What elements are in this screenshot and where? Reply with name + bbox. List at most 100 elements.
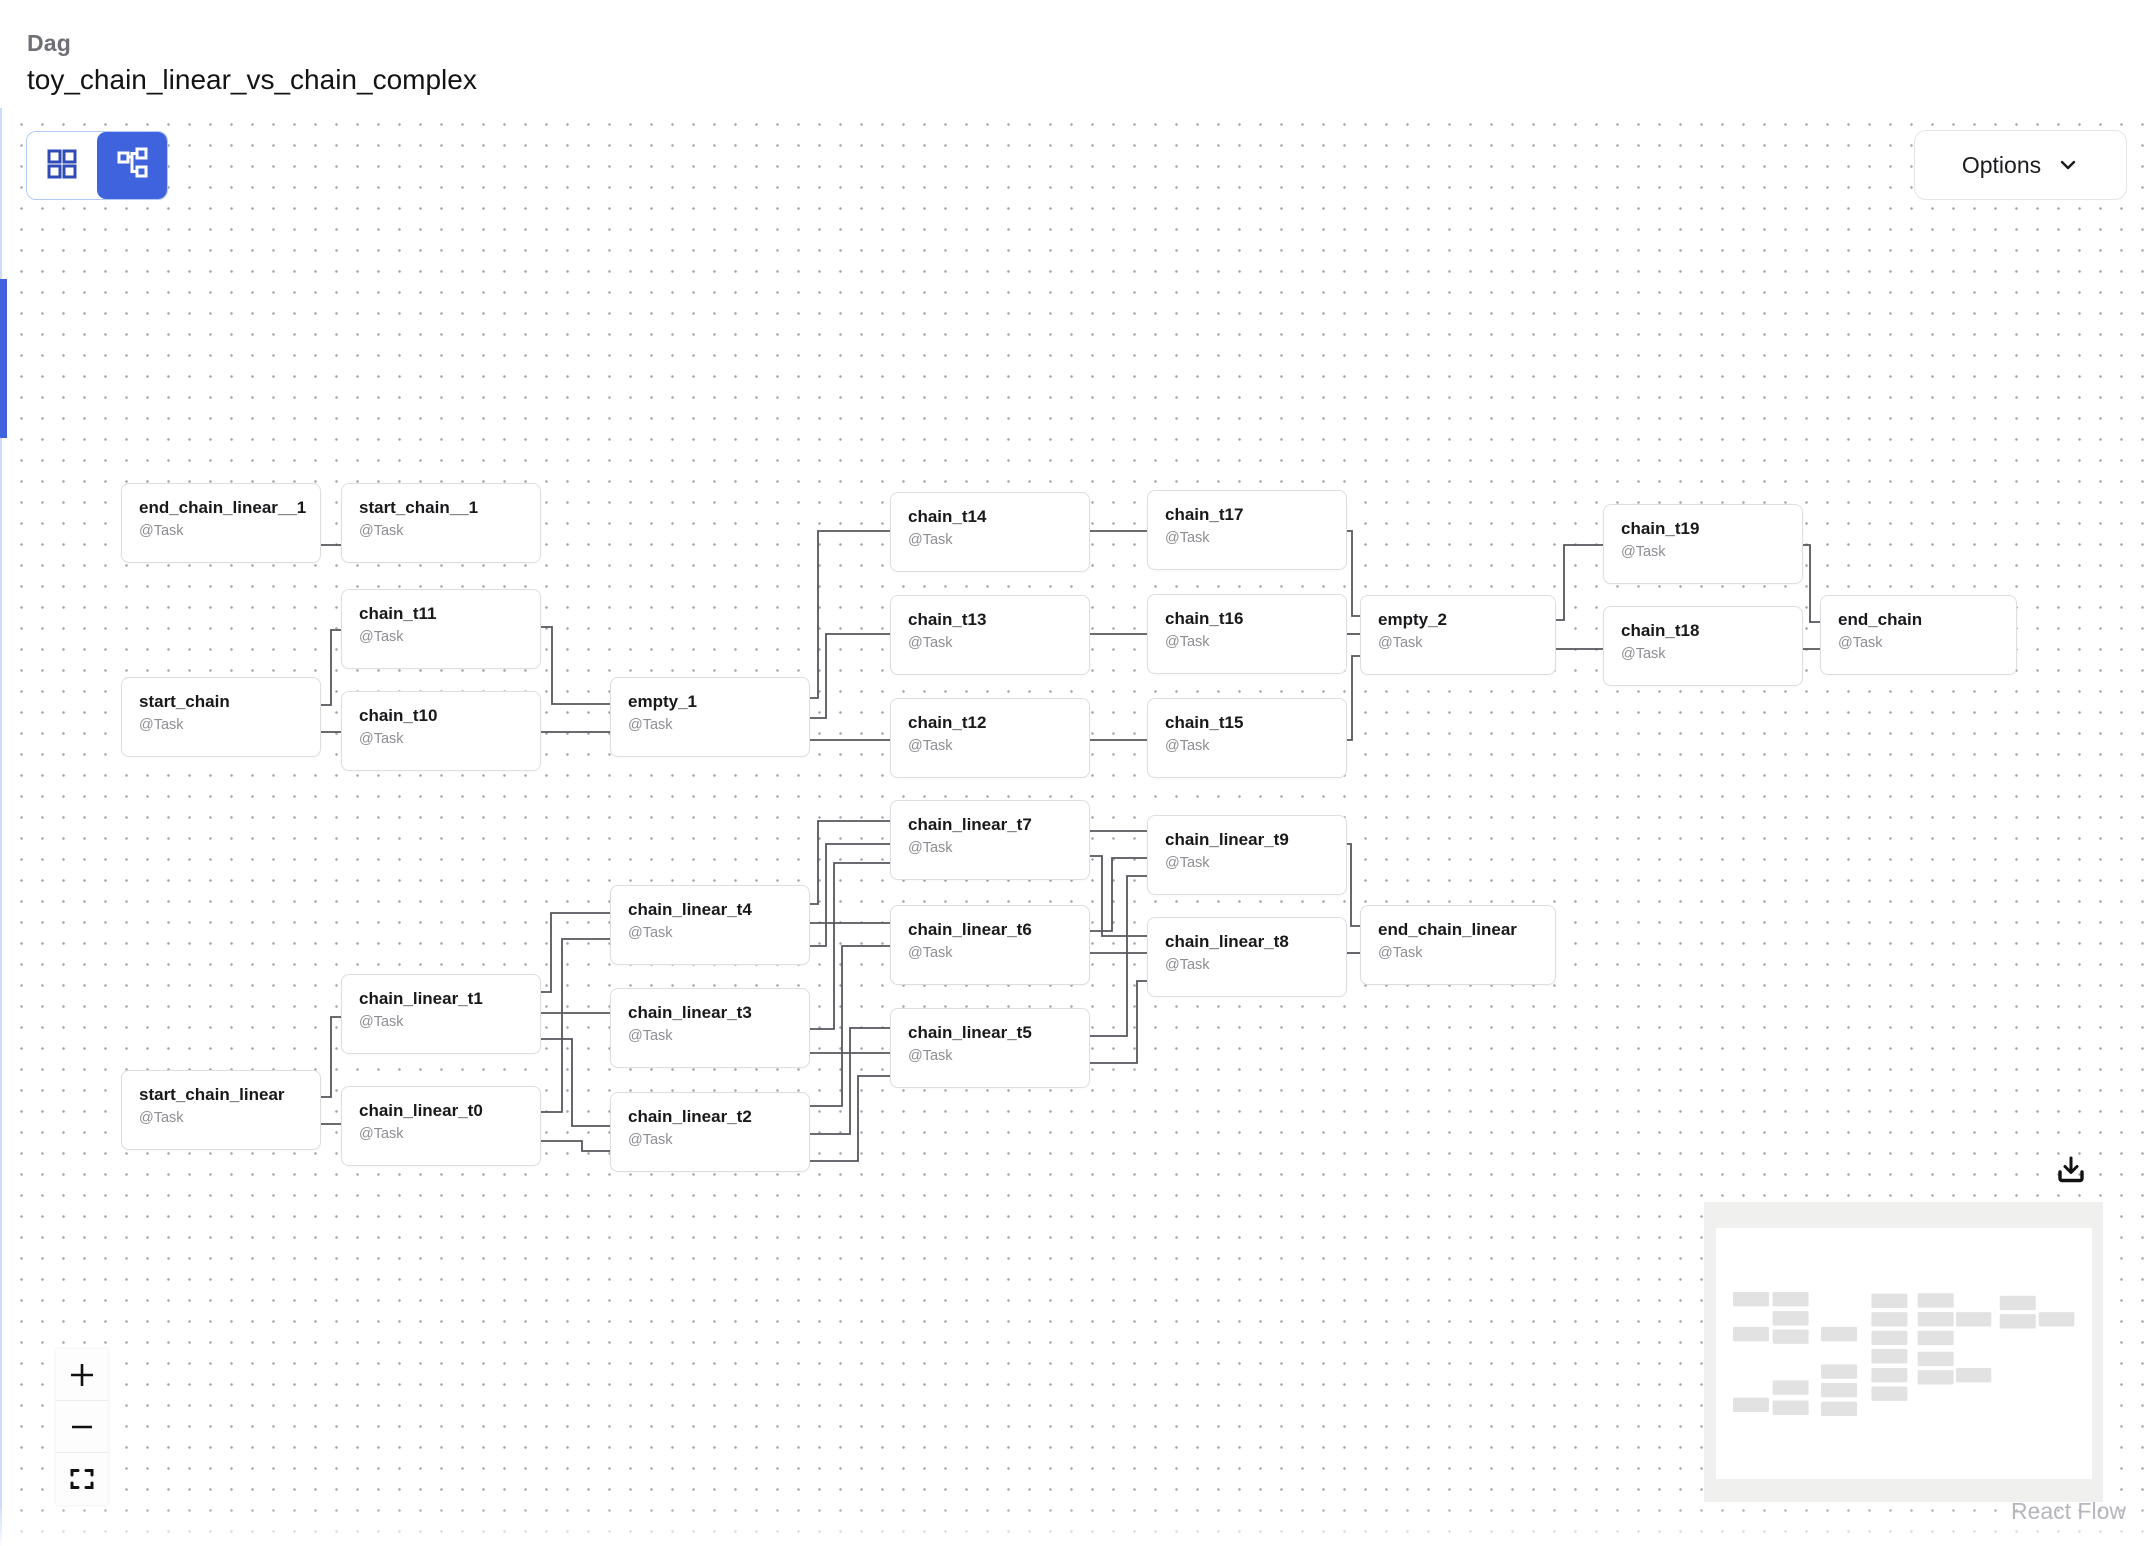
node-title: chain_linear_t6 [908, 920, 1032, 939]
node-subtitle: @Task [908, 945, 953, 961]
node-title: chain_t18 [1621, 621, 1700, 640]
node-subtitle: @Task [908, 635, 953, 651]
node-start_chain__1[interactable]: start_chain__1 @Task [341, 483, 541, 563]
node-title: end_chain_linear__1 [139, 498, 307, 517]
node-title: chain_linear_t8 [1165, 932, 1289, 951]
minimap-node-chain_linear_t4 [1821, 1364, 1858, 1379]
minimap-node-chain_t19 [1999, 1295, 2036, 1311]
node-title: end_chain_linear [1378, 920, 1517, 939]
node-chain_t16[interactable]: chain_t16 @Task [1147, 594, 1347, 674]
node-chain_linear_t1[interactable]: chain_linear_t1@Task [341, 974, 541, 1054]
node-title: start_chain [139, 692, 230, 711]
node-empty_2[interactable]: empty_2 @Task [1360, 595, 1556, 675]
download-icon [2058, 1156, 2084, 1183]
node-end_chain_linear__1[interactable]: end_chain_linear__1@Task [121, 483, 321, 563]
node-title: chain_t13 [908, 610, 987, 629]
page-title: toy_chain_linear_vs_chain_complex [27, 64, 477, 95]
node-subtitle: @Task [1378, 635, 1423, 651]
node-title: chain_linear_t2 [628, 1107, 752, 1126]
node-chain_linear_t3[interactable]: chain_linear_t3@Task [610, 988, 810, 1068]
node-subtitle: @Task [1838, 635, 1883, 651]
node-title: start_chain__1 [359, 498, 479, 517]
graph-view-button[interactable] [97, 132, 167, 199]
node-title: empty_2 [1378, 610, 1447, 629]
node-subtitle: @Task [1378, 945, 1423, 961]
node-chain_t11[interactable]: chain_t11 @Task [341, 589, 541, 669]
grid-view-button[interactable] [27, 132, 97, 199]
node-chain_linear_t9[interactable]: chain_linear_t9 @Task [1147, 815, 1347, 895]
node-title: chain_linear_t9 [1165, 830, 1289, 849]
zoom-out-button[interactable] [56, 1401, 108, 1453]
node-chain_t10[interactable]: chain_t10@Task [341, 691, 541, 771]
minimap-node-chain_t11 [1772, 1311, 1809, 1326]
node-empty_1[interactable]: empty_1 @Task [610, 677, 810, 757]
minus-icon [72, 1425, 92, 1428]
minimap-node-chain_linear_t9 [1917, 1351, 1954, 1367]
fit-view-icon [70, 1469, 94, 1489]
fit-view-button[interactable] [56, 1453, 108, 1505]
node-chain_t13[interactable]: chain_t13 @Task [890, 595, 1090, 675]
node-chain_linear_t6[interactable]: chain_linear_t6 @Task [890, 905, 1090, 985]
node-title: chain_t16 [1165, 609, 1244, 628]
node-chain_t18[interactable]: chain_t18@Task [1603, 606, 1803, 686]
react-flow-attribution-link[interactable]: React Flow [2010, 1498, 2126, 1524]
node-subtitle: @Task [359, 523, 404, 539]
node-chain_linear_t2[interactable]: chain_linear_t2@Task [610, 1092, 810, 1172]
node-title: chain_t11 [359, 604, 437, 623]
node-chain_t19[interactable]: chain_t19@Task [1603, 504, 1803, 584]
minimap-node-empty_1 [1821, 1326, 1858, 1342]
minimap-node-chain_t10 [1772, 1329, 1809, 1344]
node-title: chain_t14 [908, 507, 987, 526]
view-toggle-group [26, 131, 168, 200]
node-end_chain[interactable]: end_chain@Task [1820, 595, 2017, 675]
minimap-node-chain_t17 [1917, 1293, 1954, 1308]
node-start_chain_linear[interactable]: start_chain_linear @Task [121, 1070, 321, 1150]
node-title: chain_t15 [1165, 713, 1244, 732]
node-end_chain_linear[interactable]: end_chain_linear @Task [1360, 905, 1556, 985]
minimap-node-chain_linear_t1 [1772, 1380, 1809, 1395]
node-chain_linear_t4[interactable]: chain_linear_t4@Task [610, 885, 810, 965]
minimap-node-chain_t18 [1999, 1314, 2036, 1329]
node-title: chain_linear_t3 [628, 1003, 752, 1022]
node-title: chain_linear_t7 [908, 815, 1032, 834]
node-subtitle: @Task [359, 629, 404, 645]
minimap-node-chain_linear_t6 [1871, 1367, 1908, 1383]
node-subtitle: @Task [908, 738, 953, 754]
node-chain_linear_t7[interactable]: chain_linear_t7 @Task [890, 800, 1090, 880]
node-title: start_chain_linear [139, 1085, 285, 1104]
node-subtitle: @Task [908, 840, 953, 856]
minimap-node-chain_t14 [1871, 1293, 1908, 1309]
node-chain_t17[interactable]: chain_t17@Task [1147, 490, 1347, 570]
node-subtitle: @Task [1165, 634, 1210, 650]
node-subtitle: @Task [908, 532, 953, 548]
minimap-node-chain_linear_t8 [1917, 1370, 1954, 1385]
node-subtitle: @Task [1165, 738, 1210, 754]
node-subtitle: @Task [359, 1014, 404, 1030]
node-title: chain_linear_t4 [628, 900, 752, 919]
node-subtitle: @Task [1621, 544, 1666, 560]
minimap-node-end_chain [2038, 1312, 2075, 1327]
node-title: chain_t12 [908, 713, 987, 732]
node-chain_t14[interactable]: chain_t14 @Task [890, 492, 1090, 572]
node-chain_linear_t5[interactable]: chain_linear_t5@Task [890, 1008, 1090, 1088]
minimap-node-chain_t16 [1917, 1311, 1954, 1327]
node-chain_linear_t0[interactable]: chain_linear_t0@Task [341, 1086, 541, 1166]
node-start_chain[interactable]: start_chain @Task [121, 677, 321, 757]
node-subtitle: @Task [1165, 855, 1210, 871]
minimap-node-chain_t15 [1917, 1330, 1954, 1346]
chevron-down-icon [2060, 160, 2076, 170]
zoom-in-button[interactable] [56, 1349, 108, 1401]
node-chain_t15[interactable]: chain_t15 @Task [1147, 698, 1347, 778]
node-chain_linear_t8[interactable]: chain_linear_t8@Task [1147, 917, 1347, 997]
minimap[interactable] [1704, 1202, 2103, 1502]
node-subtitle: @Task [628, 717, 673, 733]
node-subtitle: @Task [139, 1110, 184, 1126]
options-button[interactable]: Options [1914, 130, 2127, 200]
node-title: empty_1 [628, 692, 697, 711]
minimap-node-empty_2 [1956, 1312, 1992, 1327]
node-chain_t12[interactable]: chain_t12 @Task [890, 698, 1090, 778]
minimap-node-chain_linear_t7 [1871, 1349, 1908, 1364]
node-subtitle: @Task [139, 717, 184, 733]
download-image-button[interactable] [2052, 1152, 2090, 1190]
